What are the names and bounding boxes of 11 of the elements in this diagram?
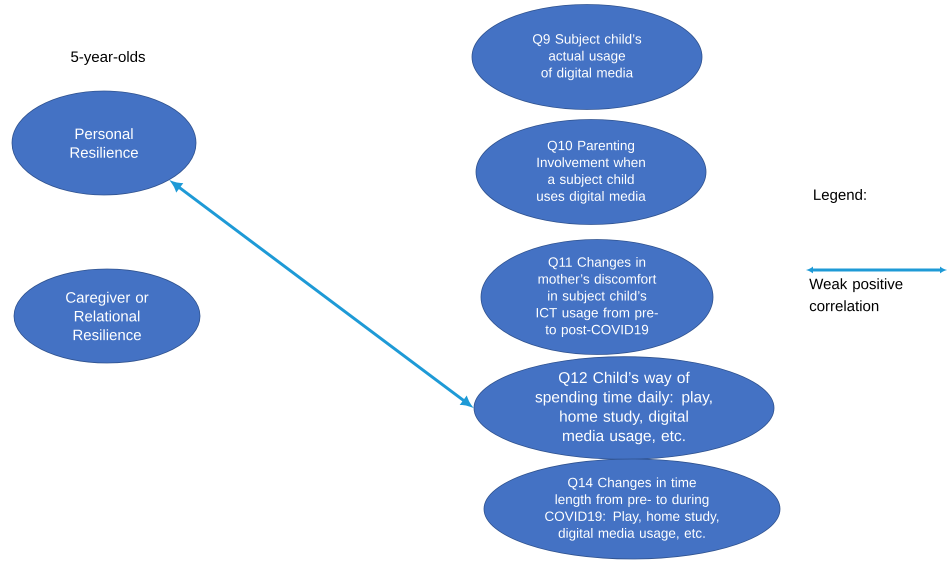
plain-label: 5-year-olds bbox=[71, 51, 145, 65]
legend-text: Weak positive correlation bbox=[809, 278, 902, 312]
oval-node: Q12 Child’s way of spending time daily: play, home study, digital media usage, etc. bbox=[474, 356, 774, 460]
oval-node: Q14 Changes in time length from pre- to during COVID19: Play, home study, digital media usage, etc. bbox=[484, 458, 780, 560]
oval-node: Caregiver or Relational Resilience bbox=[14, 268, 200, 364]
oval-node: Q9 Subject child’s actual usage of digital media bbox=[472, 4, 702, 110]
oval-node: Q11 Changes in mother’s discomfort in subject child’s ICT usage from pre- to post-COVID19 bbox=[480, 239, 714, 355]
oval-node: Q10 Parenting Involvement when a subject child uses digital media bbox=[476, 119, 706, 225]
oval-node: Personal Resilience bbox=[12, 90, 196, 196]
double-arrow bbox=[172, 181, 472, 407]
plain-label: Legend: bbox=[814, 189, 866, 203]
